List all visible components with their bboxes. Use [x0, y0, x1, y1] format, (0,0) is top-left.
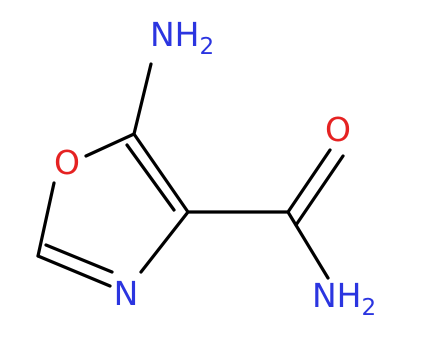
bond-amide-carbonyl: [286, 148, 332, 214]
bond-o1-c2: [36, 181, 56, 258]
bond-c4-c5: [132, 132, 190, 214]
bond-c5-o1: [84, 132, 136, 158]
atom-ring-oxygen: O: [54, 143, 80, 182]
atom-amide-nitrogen: NH2: [312, 276, 376, 321]
bonds: [36, 62, 345, 288]
bond-c4-c5-double: [125, 143, 176, 212]
atom-carbonyl-oxygen: O: [325, 110, 351, 149]
bond-c2-n3-double: [44, 243, 114, 274]
bond-c5-amino: [132, 62, 153, 136]
bond-amide-nitrogen: [286, 210, 330, 280]
atom-ring-nitrogen: N: [114, 274, 139, 313]
bond-n3-c4: [139, 210, 190, 274]
bond-amide-carbonyl-double: [294, 154, 345, 227]
bond-c2-n3: [36, 254, 112, 288]
atom-amino-top: NH2: [150, 15, 214, 60]
atom-labels: NH2 O O N NH2: [54, 15, 376, 321]
